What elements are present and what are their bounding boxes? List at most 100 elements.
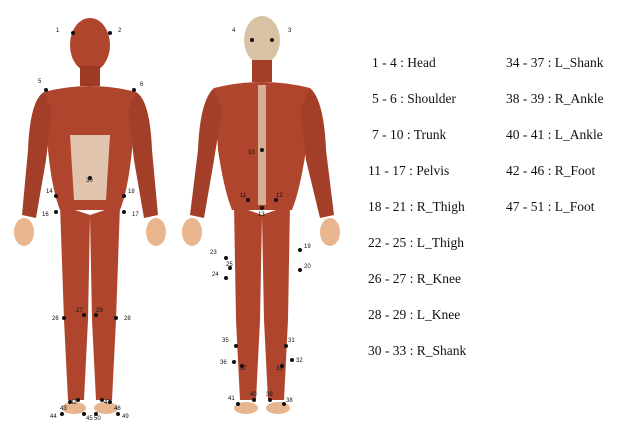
back-left-hand [320,218,340,246]
back-right-arm [190,88,222,218]
marker-dot [232,360,236,364]
legend-item-head: 1 - 4 : Head [372,55,436,71]
marker-dot [268,398,272,402]
marker-label: 13 [258,212,265,218]
front-head [70,18,110,72]
marker-label: 40 [250,392,257,398]
marker-label: 48 [114,406,121,412]
back-spine [258,85,266,205]
marker-label: 11 [240,193,247,199]
marker-dot [290,358,294,362]
marker-label: 20 [304,264,311,270]
legend-item-l-ankle: 40 - 41 : L_Ankle [506,127,603,143]
marker-dot [236,402,240,406]
legend-item-r-shank: 30 - 33 : R_Shank [368,343,466,359]
marker-dot [44,88,48,92]
front-left-arm [128,92,158,218]
marker-label: 42 [70,400,77,406]
marker-dot [246,198,250,202]
marker-label: 39 [266,392,273,398]
marker-label: 32 [296,358,303,364]
legend-item-r-foot: 42 - 46 : R_Foot [506,163,595,179]
marker-dot [54,194,58,198]
legend-item-pelvis: 11 - 17 : Pelvis [368,163,449,179]
marker-dot [71,31,75,35]
marker-label: 35 [222,338,229,344]
marker-label: 3 [288,28,292,34]
marker-label: 27 [76,308,83,314]
marker-label: 19 [304,244,311,250]
front-neck [80,66,100,86]
marker-label: 18 [128,189,135,195]
marker-label: 36 [220,360,227,366]
marker-dot [114,316,118,320]
marker-dot [108,400,112,404]
marker-label: 16 [42,212,49,218]
marker-label: 37 [240,366,247,372]
front-left-leg [90,205,120,400]
marker-label: 14 [46,189,53,195]
marker-dot [224,276,228,280]
marker-label: 1 [56,28,60,34]
front-left-hand [146,218,166,246]
marker-label: 10 [248,150,255,156]
marker-dot [54,210,58,214]
legend-item-r-knee: 26 - 27 : R_Knee [368,271,461,287]
marker-label: 28 [124,316,131,322]
front-right-leg [60,205,90,400]
marker-label: 49 [122,414,129,420]
marker-label: 6 [140,82,144,88]
legend-item-trunk: 7 - 10 : Trunk [372,127,446,143]
legend-item-l-shank: 34 - 37 : L_Shank [506,55,604,71]
marker-dot [122,194,126,198]
marker-dot [122,210,126,214]
marker-label: 31 [288,338,295,344]
marker-label: 23 [210,250,217,256]
marker-label: 29 [96,308,103,314]
marker-label: 50 [94,416,101,421]
marker-label: 17 [132,212,139,218]
marker-dot [234,344,238,348]
back-right-leg [234,205,262,400]
marker-label: 43 [60,406,67,412]
marker-dot [60,412,64,416]
legend-item-l-knee: 28 - 29 : L_Knee [368,307,460,323]
marker-dot [260,206,264,210]
marker-dot [270,38,274,42]
front-abdomen [70,135,110,200]
back-head [244,16,280,64]
marker-dot [108,31,112,35]
back-neck [252,60,272,82]
marker-dot [132,88,136,92]
marker-dot [116,412,120,416]
marker-dot [224,256,228,260]
marker-dot [252,398,256,402]
marker-label: 33 [276,366,283,372]
front-right-hand [14,218,34,246]
marker-label: 41 [228,396,235,402]
legend-item-shoulder: 5 - 6 : Shoulder [372,91,456,107]
legend-item-r-ankle: 38 - 39 : R_Ankle [506,91,604,107]
marker-dot [298,248,302,252]
marker-dot [62,316,66,320]
marker-label: 44 [50,414,57,420]
marker-label: 24 [212,272,219,278]
legend-item-l-foot: 47 - 51 : L_Foot [506,199,595,215]
marker-dot [284,344,288,348]
marker-dot [260,148,264,152]
marker-dot [298,268,302,272]
marker-label: 25 [226,262,233,268]
marker-label: 5 [38,79,42,85]
marker-label: 45 [86,416,93,421]
front-body-view [14,18,166,414]
front-right-arm [22,92,52,218]
marker-dot [250,38,254,42]
marker-label: 38 [286,398,293,404]
legend-item-l-thigh: 22 - 25 : L_Thigh [368,235,464,251]
marker-label: 2 [118,28,122,34]
marker-label: 30 [86,178,93,184]
anatomy-figure: 1 2 5 6 14 18 16 17 26 27 29 28 43 42 47… [0,0,360,421]
back-right-hand [182,218,202,246]
legend-item-r-thigh: 18 - 21 : R_Thigh [368,199,465,215]
marker-label: 12 [276,193,283,199]
